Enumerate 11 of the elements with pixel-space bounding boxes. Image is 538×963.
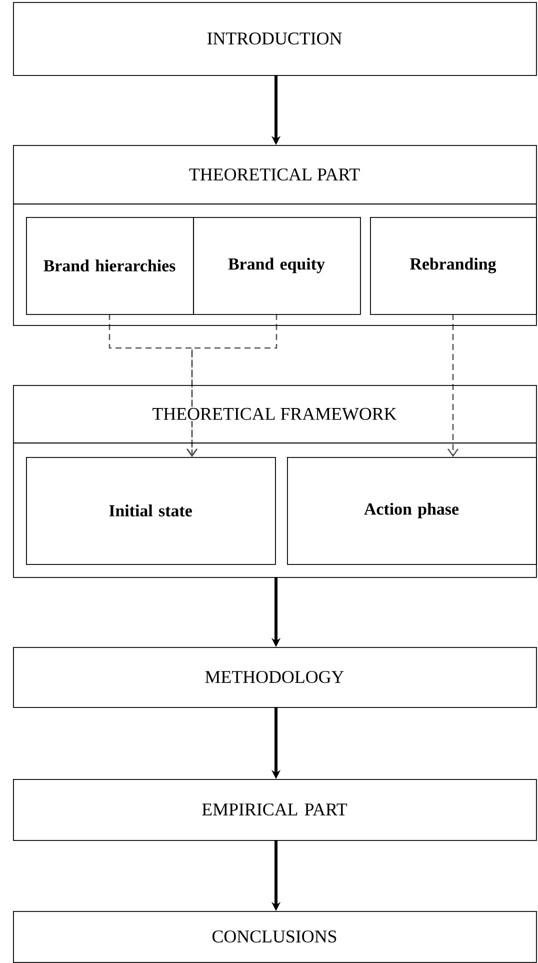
topic-box: Rebranding xyxy=(370,217,537,315)
chapter-box: INTRODUCTION xyxy=(13,2,537,76)
chapter-box: METHODOLOGY xyxy=(13,647,537,708)
arrow xyxy=(447,314,459,457)
chapter-box: EMPIRICAL PART xyxy=(13,779,537,841)
topic-box: Action phase xyxy=(287,457,537,565)
topic-box: Brand equity xyxy=(193,217,361,315)
chapter-box: CONCLUSIONS xyxy=(13,911,537,963)
topic-box: Brand hierarchies xyxy=(26,217,194,315)
topic-box: Initial state xyxy=(26,457,276,565)
arrow xyxy=(186,314,278,457)
